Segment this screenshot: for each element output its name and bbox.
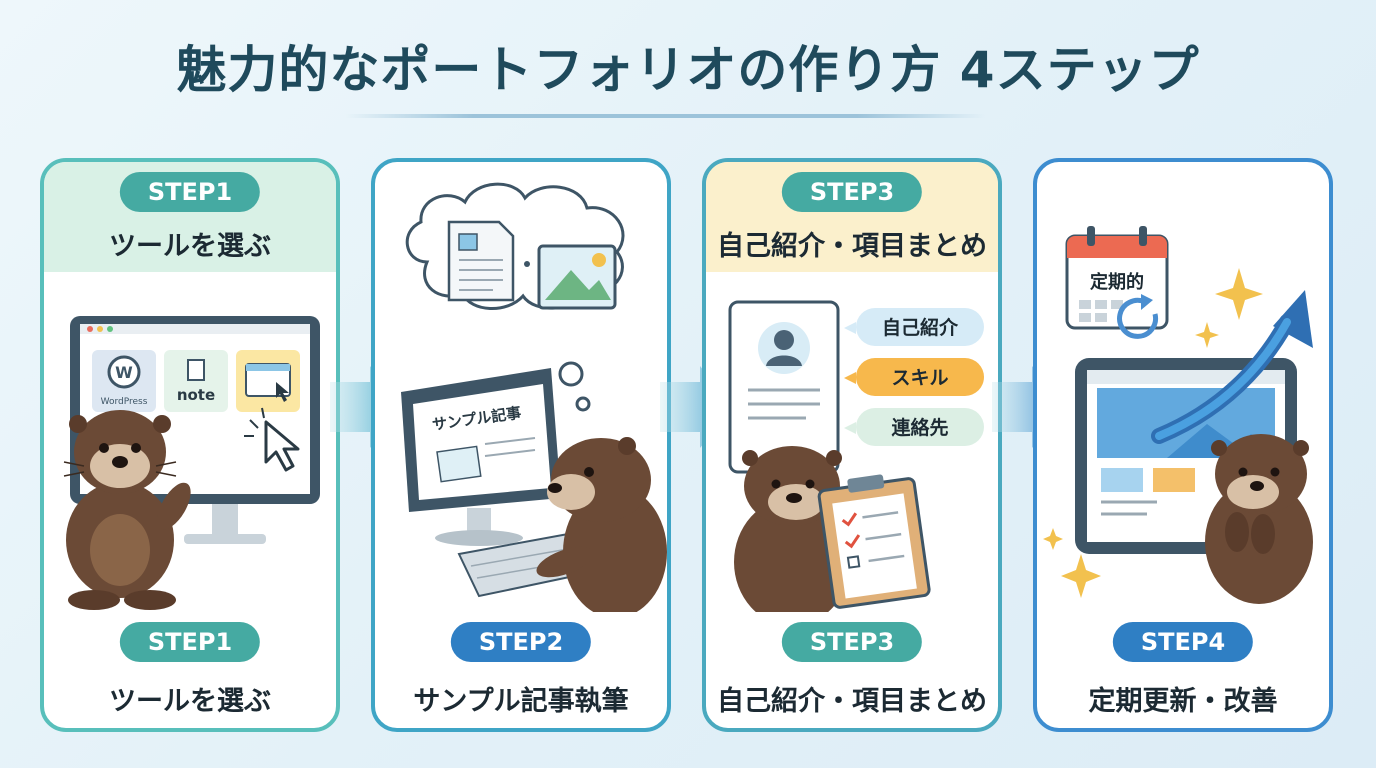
- browser-window-icon: [236, 350, 300, 412]
- image-icon: [537, 244, 617, 310]
- step-1-top-label: ツールを選ぶ: [109, 231, 271, 262]
- growth-arrow-icon: [1151, 290, 1313, 444]
- step-3-label: 自己紹介・項目まとめ: [717, 686, 987, 717]
- step-card-1: STEP1 ツールを選ぶ W WordPress note: [40, 158, 340, 732]
- otter-mascot-icon: [734, 446, 850, 612]
- note-label: note: [177, 386, 215, 404]
- otter-mascot-icon: [1205, 434, 1313, 604]
- calendar-label: 定期的: [1090, 271, 1144, 293]
- tag-contact: 連絡先: [844, 408, 984, 446]
- refresh-icon: [1117, 294, 1159, 339]
- document-icon: [447, 220, 515, 302]
- monitor-icon: サンプル記事: [401, 368, 561, 546]
- step-2-illustration: サンプル記事: [401, 182, 667, 612]
- cursor-icon: [244, 407, 300, 472]
- step-3-pill: STEP3: [781, 622, 923, 662]
- tag-skill: スキル: [844, 358, 984, 396]
- step-1-pill: STEP1: [119, 622, 261, 662]
- otter-mascot-icon: [63, 410, 191, 610]
- step-4-label: 定期更新・改善: [1088, 686, 1278, 717]
- note-logo-icon: note: [164, 350, 228, 412]
- page-title: 魅力的なポートフォリオの作り方 4ステップ: [176, 41, 1200, 99]
- svg-text:連絡先: 連絡先: [891, 416, 948, 439]
- step-3-top-pill: STEP3: [781, 172, 923, 212]
- svg-text:スキル: スキル: [891, 367, 948, 389]
- calendar-icon: 定期的: [1065, 226, 1169, 330]
- title-underline: [345, 114, 985, 118]
- step-3-illustration: 自己紹介 スキル 連絡先: [728, 300, 984, 612]
- wordpress-label: WordPress: [101, 397, 148, 407]
- step-card-4: 定期的: [1033, 158, 1333, 732]
- step-card-3: STEP3 自己紹介・項目まとめ 自己紹介 スキル 連絡先: [702, 158, 1002, 732]
- profile-card-icon: [728, 300, 840, 474]
- checklist-clipboard-icon: [817, 474, 931, 609]
- sparkle-icon: [1043, 268, 1263, 598]
- step-1-illustration: W WordPress note: [63, 316, 320, 610]
- step-4-pill: STEP4: [1112, 622, 1254, 662]
- otter-mascot-icon: [536, 437, 667, 612]
- step-card-2: サンプル記事 STEP2 サンプル記事執筆: [371, 158, 671, 732]
- step-4-illustration: 定期的: [1043, 226, 1313, 604]
- svg-text:自己紹介: 自己紹介: [882, 316, 959, 339]
- tag-self-intro: 自己紹介: [844, 308, 984, 346]
- svg-text:W: W: [115, 363, 133, 382]
- step-2-label: サンプル記事執筆: [413, 686, 629, 717]
- step-3-top-label: 自己紹介・項目まとめ: [717, 231, 987, 262]
- step-1-top-pill: STEP1: [119, 172, 261, 212]
- step-2-pill: STEP2: [450, 622, 592, 662]
- step-1-label: ツールを選ぶ: [109, 686, 271, 717]
- wordpress-logo-icon: W WordPress: [92, 350, 156, 412]
